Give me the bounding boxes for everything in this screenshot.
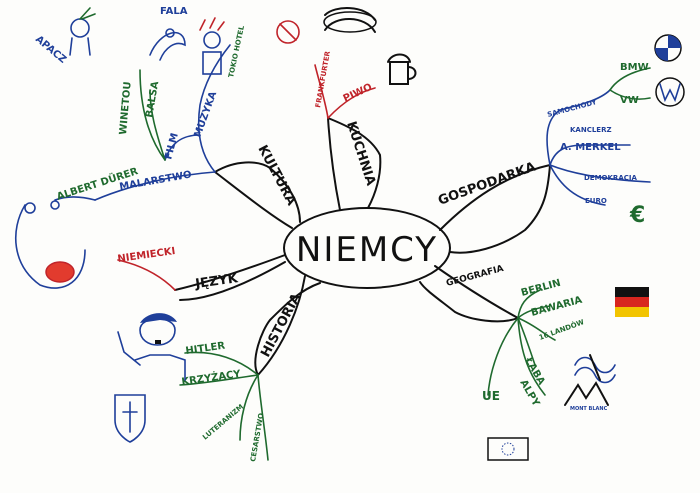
branch-geografia-shape: [419, 265, 521, 323]
hitler-portrait-icon: [117, 313, 186, 381]
label-mont-blanc: MONT BLANC: [570, 406, 608, 412]
label-vw: VW: [620, 95, 639, 106]
mountains-icon: [564, 381, 609, 406]
sausages-icon: [323, 7, 377, 33]
euro-sign-icon: €: [629, 203, 645, 228]
svg-text:€: €: [629, 203, 645, 228]
label-cesarstwo: CESARSTWO: [249, 412, 265, 462]
label-kanclerz: KANCLERZ: [570, 126, 612, 134]
gospodarka-subtree: [546, 67, 651, 206]
branch-label-gospodarka: GOSPODARKA: [436, 160, 538, 209]
label-tokio-hotel: TOKIO HOTEL: [227, 24, 246, 78]
label-bawaria: BAWARIA: [530, 295, 584, 319]
kultura-subtree: [54, 44, 231, 201]
face-tongue-icon: [14, 200, 86, 289]
branch-label-kuchnia: KUCHNIA: [343, 120, 378, 188]
geografia-subtree: [487, 289, 556, 396]
branch-historia-shape: [254, 275, 321, 377]
main-branches: [174, 116, 552, 377]
label-demokracja: DEMOKRACJA: [584, 174, 637, 182]
label-winetou: WINETOU: [118, 81, 134, 135]
native-american-icon: [69, 7, 96, 56]
label-balsa: BALSA: [144, 80, 161, 118]
label-muzyka: MUZYKA: [192, 90, 219, 139]
label-euro: EURO: [585, 197, 607, 205]
beer-mug-icon: [387, 53, 417, 85]
historia-subtree: [179, 351, 269, 461]
german-flag-icon: [615, 287, 649, 317]
center-label: NIEMCY: [296, 230, 438, 270]
branch-kultura-shape: [213, 161, 301, 229]
label-merkel: A. MERKEL: [560, 142, 621, 153]
eu-flag-icon: [487, 437, 529, 461]
surfer-icon: [149, 28, 186, 61]
label-bmw: BMW: [620, 62, 649, 73]
label-samochody: SAMOCHODY: [546, 98, 598, 119]
label-film: FILM: [163, 132, 181, 161]
branch-label-jezyk: JĘZYK: [193, 271, 239, 292]
branch-jezyk-shape: [174, 254, 286, 291]
label-luteranizm: LUTERANIZM: [201, 403, 245, 442]
label-berlin: BERLIN: [520, 278, 562, 299]
center-node: NIEMCY: [283, 207, 451, 289]
label-fala: FALA: [160, 6, 188, 17]
label-piwo: PIWO: [342, 82, 374, 105]
punk-musician-icon: [199, 17, 225, 75]
branch-label-kultura: KULTURA: [254, 143, 298, 208]
laba-river-icon: [574, 354, 616, 384]
kuchnia-subtree: [314, 64, 376, 119]
label-apacz: APACZ: [33, 34, 68, 66]
branch-gospodarka-shape: [439, 163, 552, 254]
branch-kuchnia-shape: [326, 116, 382, 211]
cross-shield-icon: [114, 394, 146, 443]
no-smoking-icon: [276, 20, 300, 44]
label-krzyzacy: KRZYŻACY: [180, 366, 242, 388]
bmw-logo-icon: [654, 34, 682, 62]
label-ue: UE: [482, 389, 500, 403]
label-niemiecki: NIEMIECKI: [117, 246, 176, 265]
label-frankfurter: FRANKFURTER: [314, 50, 332, 108]
label-16-landow: 16 LANDÓW: [538, 317, 586, 342]
jezyk-subtree: [117, 259, 176, 291]
branch-label-geografia: GEOGRAFIA: [445, 264, 505, 289]
vw-logo-icon: [655, 77, 685, 107]
